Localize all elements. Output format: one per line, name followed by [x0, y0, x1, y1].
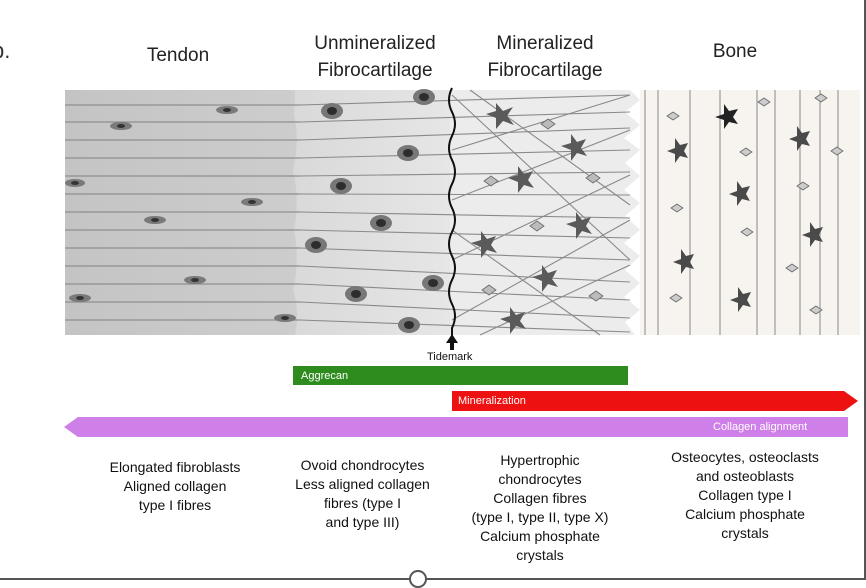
fibroblasts — [65, 106, 296, 322]
frame-right-line — [864, 0, 866, 580]
chondrocytes — [305, 89, 444, 333]
enthesis-diagram — [65, 87, 860, 350]
mineralization-label: Mineralization — [458, 395, 526, 407]
tidemark-arrow-icon — [446, 334, 458, 350]
tidemark-line — [448, 87, 456, 340]
crystals-bone — [666, 93, 844, 315]
tendon-fibres — [65, 104, 300, 321]
frame-bottom-line — [0, 578, 866, 580]
description-unmineralized: Ovoid chondrocytes Less aligned collagen… — [295, 457, 430, 530]
description-mineralized: Hypertrophic chondrocytes Collagen fibre… — [471, 452, 609, 563]
resize-handle[interactable] — [409, 570, 427, 588]
aggrecan-bar: Aggrecan — [293, 366, 628, 385]
zone-title-tendon: Tendon — [146, 45, 210, 66]
tidemark-label: Tidemark — [427, 351, 473, 363]
crystals-mineralized — [481, 118, 604, 302]
osteocytes — [667, 104, 823, 312]
aggrecan-label: Aggrecan — [301, 370, 349, 382]
collagen-alignment-arrow — [64, 417, 848, 437]
mineralization-arrow — [452, 391, 858, 411]
description-bone: Osteocytes, osteoclasts and osteoblasts … — [671, 449, 819, 541]
panel-letter: b. — [0, 38, 11, 63]
zone-title-bone: Bone — [712, 41, 758, 62]
hypertrophic-chondrocytes — [471, 103, 592, 334]
collagen-alignment-label: Collagen alignment — [713, 421, 808, 433]
description-tendon: Elongated fibroblasts Aligned collagen t… — [109, 459, 241, 513]
